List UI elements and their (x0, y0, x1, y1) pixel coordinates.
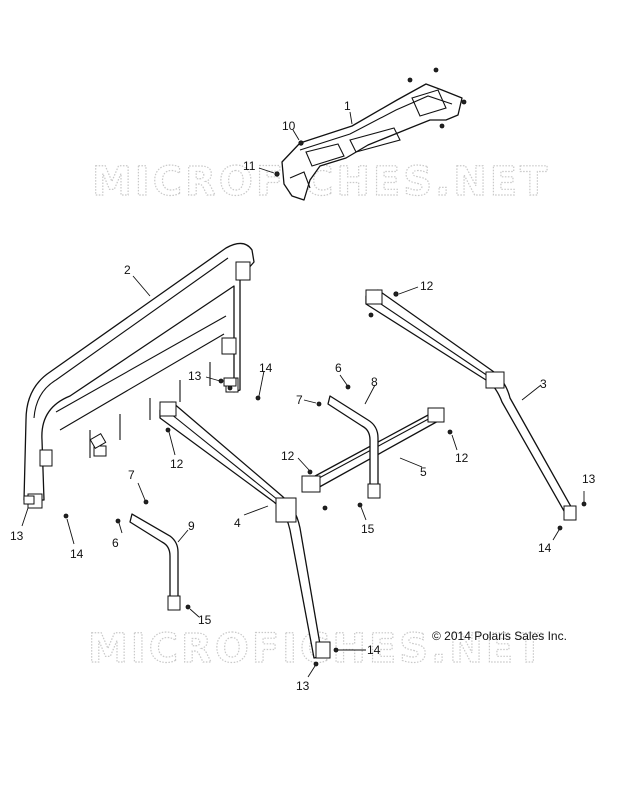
callout-10: 10 (282, 119, 296, 133)
callout-9: 9 (188, 519, 195, 533)
callout-4: 4 (234, 516, 241, 530)
callout-15-left: 15 (198, 613, 212, 627)
part-10-screw (298, 140, 304, 146)
part-11-fastener (274, 171, 280, 177)
callout-14: 14 (259, 361, 273, 375)
callout-7-left: 7 (128, 468, 135, 482)
callout-13-bottom: 13 (296, 679, 310, 693)
hardware-fasteners (23, 291, 587, 667)
callout-14-left: 14 (70, 547, 84, 561)
callout-8: 8 (371, 375, 378, 389)
part-8-bracket (327, 395, 381, 499)
callout-13-right: 13 (582, 472, 596, 486)
callout-labels: 1 10 11 2 12 3 13 14 6 8 7 12 12 12 5 15… (10, 99, 596, 693)
callout-11: 11 (243, 159, 256, 173)
callout-12-right: 12 (455, 451, 469, 465)
callout-6: 6 (335, 361, 342, 375)
callout-2: 2 (124, 263, 131, 277)
callout-12-left: 12 (170, 457, 184, 471)
callout-6-left: 6 (112, 536, 119, 550)
callout-13: 13 (188, 369, 202, 383)
part-9-bracket (129, 513, 181, 611)
copyright-notice: © 2014 Polaris Sales Inc. (432, 629, 567, 643)
callout-15: 15 (361, 522, 375, 536)
part-1-roof-panel (281, 67, 467, 201)
leader-lines (21, 111, 585, 678)
callout-13-left: 13 (10, 529, 24, 543)
callout-3: 3 (540, 377, 547, 391)
callout-14-right: 14 (538, 541, 552, 555)
callout-1: 1 (344, 99, 351, 113)
callout-5: 5 (420, 465, 427, 479)
part-3-right-rear-brace (365, 289, 577, 521)
callout-12: 12 (420, 279, 434, 293)
part-4-left-rear-brace (159, 401, 331, 659)
callout-12-mid: 12 (281, 449, 295, 463)
callout-7: 7 (296, 393, 303, 407)
callout-14-bottom: 14 (367, 643, 381, 657)
